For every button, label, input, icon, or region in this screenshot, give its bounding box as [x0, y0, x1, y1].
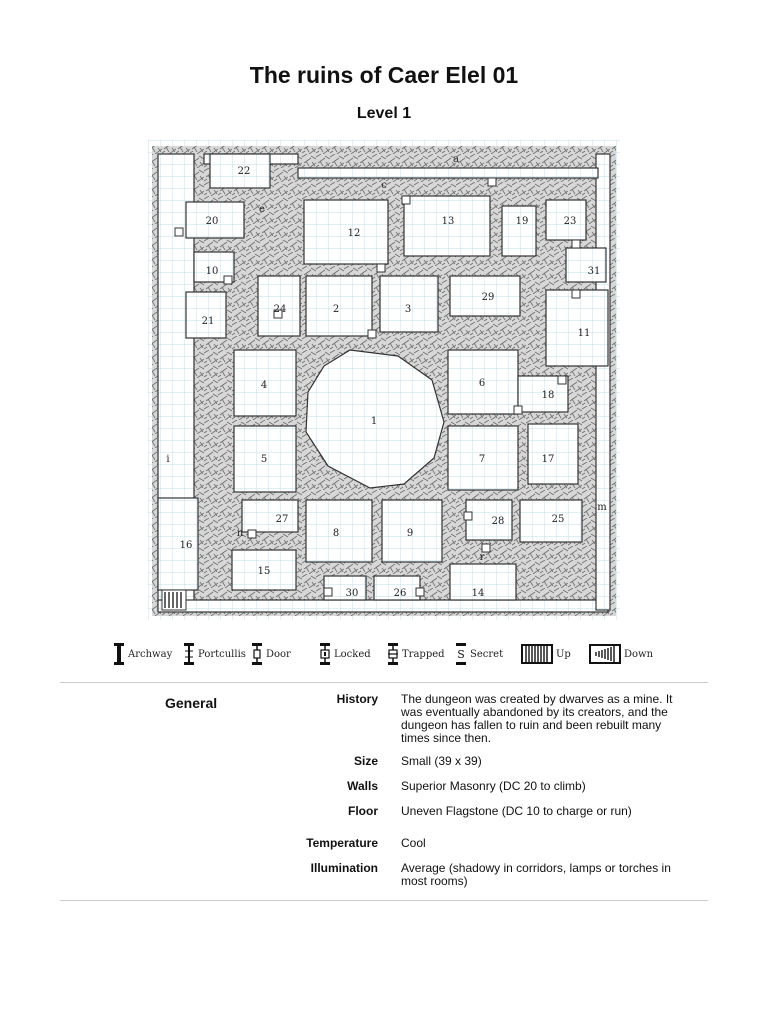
size-label: Size	[353, 754, 378, 768]
trapped-door-icon	[388, 643, 398, 665]
portcullis-icon	[184, 643, 194, 665]
room-label: 8	[333, 528, 339, 539]
illumination-value: Average (shadowy in corridors, lamps or …	[401, 861, 671, 888]
room-label: 26	[394, 588, 407, 599]
legend-label: Archway	[128, 648, 173, 660]
map-doors	[174, 177, 581, 597]
room-label: 1	[371, 416, 377, 427]
legend-item-portcullis: Portcullis	[182, 640, 246, 668]
archway-icon	[114, 643, 124, 665]
history-label: History	[336, 692, 378, 706]
legend-label: Portcullis	[198, 648, 246, 660]
corridor-label: m	[597, 502, 607, 513]
room-label: 15	[258, 566, 271, 577]
room-label: 13	[442, 216, 455, 227]
map-stairs-lines	[164, 592, 182, 608]
legend-item-down: Down	[588, 640, 653, 668]
legend-label: Secret	[470, 648, 504, 660]
legend-item-door: Door	[250, 640, 291, 668]
corridor-label: a	[453, 154, 459, 165]
level-subtitle: Level 1	[356, 105, 412, 122]
dungeon-map: 1 2 3 4 5 6 7 8 9 10 11 12 13 14 15 16 1…	[148, 140, 620, 620]
room-label: 17	[542, 454, 555, 465]
map-legend: Archway Portcullis Door Locked Trapped S…	[112, 640, 672, 668]
legend-label: Door	[266, 648, 291, 660]
legend-label: Up	[556, 648, 571, 660]
walls-value: Superior Masonry (DC 20 to climb)	[401, 779, 586, 793]
document-title: The ruins of Caer Elel 01	[249, 62, 519, 88]
legend-item-locked: Locked	[318, 640, 371, 668]
legend-item-archway: Archway	[112, 640, 172, 668]
legend-item-up: Up	[520, 640, 571, 668]
general-heading: General	[165, 695, 218, 711]
corridor-label: n	[237, 528, 244, 539]
room-label: 18	[542, 390, 555, 401]
room-label: 21	[202, 316, 215, 327]
corridor-label: c	[381, 180, 387, 191]
room-label: 28	[492, 516, 505, 527]
room-label: 10	[206, 266, 219, 277]
room-label: 19	[516, 216, 529, 227]
room-label: 22	[238, 166, 251, 177]
map-stairs	[161, 589, 187, 611]
room-label: 4	[261, 380, 267, 391]
room-label: 27	[276, 514, 289, 525]
locked-door-icon	[320, 643, 330, 665]
room-label: 14	[472, 588, 485, 599]
room-label: 20	[206, 216, 219, 227]
divider-top	[60, 682, 708, 683]
walls-label: Walls	[347, 779, 378, 793]
room-label: 23	[564, 216, 577, 227]
legend-item-secret: S Secret	[454, 640, 503, 668]
room-label: 29	[482, 292, 495, 303]
stairs-down-icon	[589, 644, 621, 664]
room-label: 3	[405, 304, 411, 315]
corridor-label: r	[480, 552, 485, 563]
room-label: 11	[578, 328, 591, 339]
floor-label: Floor	[348, 804, 378, 818]
history-value: The dungeon was created by dwarves as a …	[401, 692, 673, 745]
size-value: Small (39 x 39)	[401, 754, 482, 768]
room-label: 25	[552, 514, 565, 525]
corridor-label: e	[259, 204, 265, 215]
legend-label: Down	[624, 648, 654, 660]
temperature-value: Cool	[401, 836, 426, 850]
secret-door-icon: S	[456, 643, 466, 665]
room-label: 9	[407, 528, 413, 539]
room-label: 24	[274, 304, 287, 315]
room-label: 31	[588, 266, 601, 277]
room-label: 12	[348, 228, 361, 239]
temperature-label: Temperature	[306, 836, 378, 850]
stairs-up-icon	[521, 644, 553, 664]
room-label: 16	[180, 540, 193, 551]
divider-bottom	[60, 900, 708, 901]
floor-value: Uneven Flagstone (DC 10 to charge or run…	[401, 804, 632, 818]
room-label: 5	[261, 454, 267, 465]
map-labels: 1 2 3 4 5 6 7 8 9 10 11 12 13 14 15 16 1…	[166, 154, 607, 599]
legend-item-trapped: Trapped	[386, 640, 445, 668]
room-label: 2	[333, 304, 339, 315]
illumination-label: Illumination	[310, 861, 378, 875]
legend-label: Locked	[334, 648, 371, 660]
room-label: 30	[346, 588, 359, 599]
room-label: 7	[479, 454, 485, 465]
legend-label: Trapped	[402, 648, 445, 660]
door-icon	[252, 643, 262, 665]
room-label: 6	[479, 378, 485, 389]
svg-text:S: S	[457, 648, 465, 661]
corridor-label: i	[166, 454, 169, 465]
map-rooms	[157, 153, 611, 613]
